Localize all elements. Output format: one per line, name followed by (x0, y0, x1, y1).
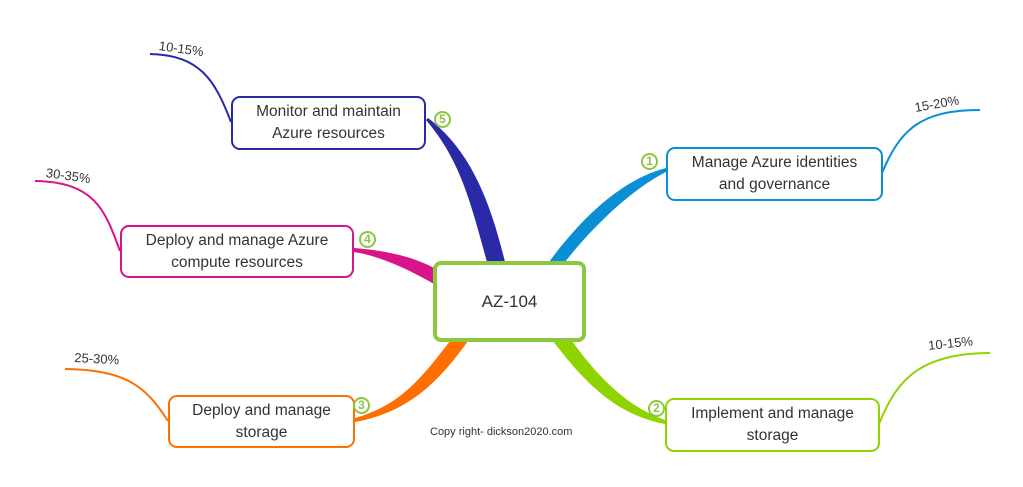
topic-label-line2: Azure resources (272, 125, 385, 142)
topic-label-line2: and governance (718, 176, 831, 193)
connector-monitor (426, 118, 505, 262)
topic-label-line2: compute resources (171, 253, 303, 271)
leaf-curve-identities (881, 109, 981, 174)
number-badge-3: 3 (353, 397, 370, 414)
number-badge-2: 2 (648, 400, 665, 417)
number-badge-4: 4 (359, 231, 376, 248)
leaf-curve-deploy-storage (64, 368, 169, 422)
leaf-curve-compute (34, 180, 121, 252)
connector-impl-storage (553, 341, 665, 424)
topic-label-line1: Manage Azure identities (691, 154, 858, 171)
topic-deploy-storage[interactable]: Deploy and manage storage (168, 395, 355, 448)
number-badge-1: 1 (641, 153, 658, 170)
topic-impl-storage[interactable]: Implement and manage storage (665, 398, 880, 452)
topic-label-line2: storage (746, 427, 799, 444)
topic-identities[interactable]: Manage Azure identities and governance (666, 147, 883, 201)
central-topic-label: AZ-104 (481, 291, 538, 311)
topic-compute[interactable]: Deploy and manage Azure compute resource… (120, 225, 354, 278)
leaf-curve-impl-storage (878, 352, 991, 425)
copyright-text: Copy right- dickson2020.com (430, 426, 573, 438)
connector-identities (549, 168, 666, 262)
topic-label-line2: storage (235, 423, 288, 441)
topic-label-line1: Deploy and manage Azure (145, 231, 329, 249)
weight-label-deploy-storage: 25-30% (74, 350, 120, 368)
topic-monitor[interactable]: Monitor and maintain Azure resources (231, 96, 426, 150)
number-badge-5: 5 (434, 111, 451, 128)
leaf-curve-monitor (149, 53, 232, 123)
topic-label-line1: Implement and manage (691, 405, 854, 422)
topic-label-line1: Deploy and manage (192, 401, 331, 419)
central-topic[interactable]: AZ-104 (433, 261, 586, 342)
connector-deploy-storage (355, 341, 468, 422)
connector-compute (354, 248, 434, 284)
topic-label-line1: Monitor and maintain (256, 103, 401, 120)
